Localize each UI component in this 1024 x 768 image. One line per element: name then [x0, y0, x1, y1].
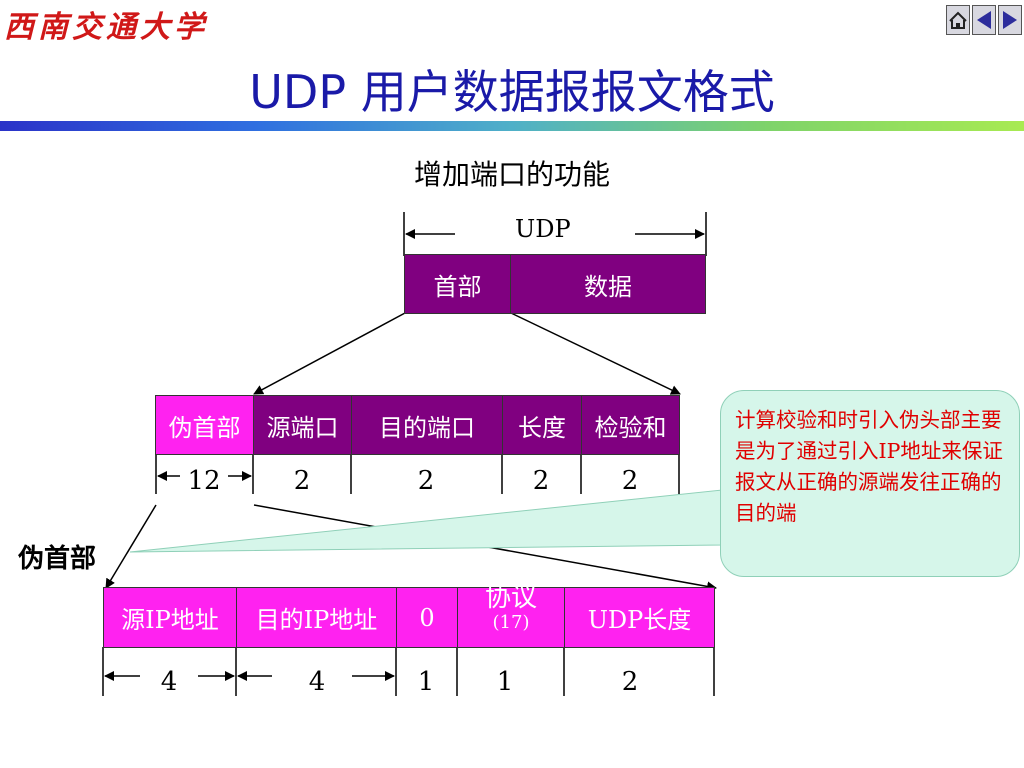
- home-icon[interactable]: [946, 5, 970, 35]
- size-zero: 1: [417, 667, 435, 697]
- field-dest-ip: 目的IP地址: [236, 587, 397, 648]
- next-icon[interactable]: [998, 5, 1022, 35]
- size-checksum: 2: [621, 466, 639, 496]
- university-logo: 西南交通大学: [4, 10, 208, 45]
- callout-note: 计算校验和时引入伪头部主要是为了通过引入IP地址来保证报文从正确的源端发往正确的…: [720, 390, 1020, 577]
- size-udp-length: 2: [621, 667, 639, 697]
- size-protocol: 1: [496, 667, 514, 697]
- udp-header-cell: 首部: [404, 254, 511, 314]
- field-pseudo-header: 伪首部: [155, 395, 254, 455]
- size-pseudo-header: 12: [187, 466, 221, 496]
- field-checksum: 检验和: [581, 395, 680, 455]
- prev-icon[interactable]: [972, 5, 996, 35]
- field-source-port: 源端口: [253, 395, 352, 455]
- size-source-port: 2: [293, 466, 311, 496]
- subtitle: 增加端口的功能: [413, 158, 610, 191]
- title-gradient-bar: [0, 121, 1024, 131]
- protocol-label: 协议: [484, 583, 537, 614]
- udp-data-cell: 数据: [510, 254, 706, 314]
- page-title: UDP 用户数据报报文格式: [249, 65, 775, 119]
- field-dest-port: 目的端口: [351, 395, 503, 455]
- field-length: 长度: [502, 395, 582, 455]
- protocol-value: (17): [492, 611, 530, 633]
- field-zero: 0: [396, 587, 458, 648]
- size-length: 2: [532, 466, 550, 496]
- pseudo-header-label: 伪首部: [18, 544, 97, 574]
- field-source-ip: 源IP地址: [103, 587, 237, 648]
- field-protocol: 协议 (17): [457, 583, 565, 648]
- size-dest-ip: 4: [308, 667, 326, 697]
- field-udp-length: UDP长度: [564, 587, 715, 648]
- size-source-ip: 4: [160, 667, 178, 697]
- size-dest-port: 2: [417, 466, 435, 496]
- udp-label: UDP: [515, 215, 571, 243]
